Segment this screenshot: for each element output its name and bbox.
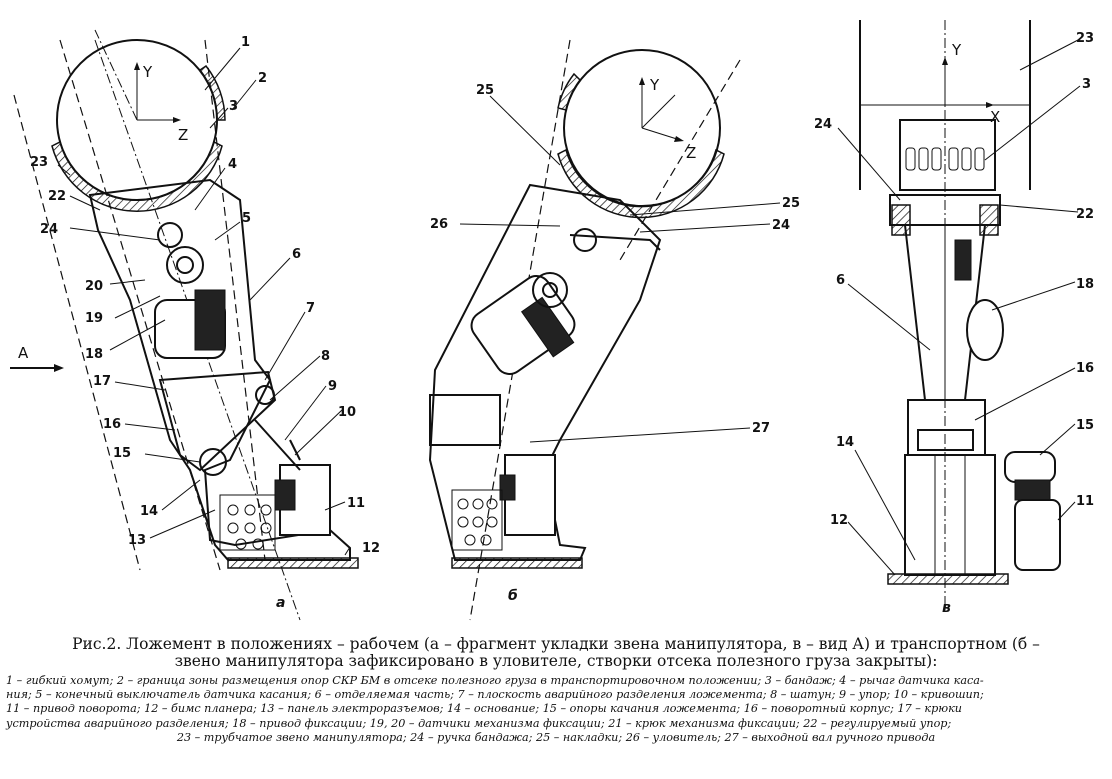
- axis-z-label-a: Z: [178, 126, 188, 144]
- callout-a-10: 10: [338, 405, 356, 420]
- callout-a-14: 14: [140, 504, 158, 519]
- callout-a-12: 12: [362, 541, 380, 556]
- caption-title: Рис.2. Ложемент в положениях – рабочем (…: [0, 636, 1112, 670]
- callout-a-16: 16: [103, 417, 121, 432]
- axis-z-label-b: Z: [686, 144, 696, 162]
- callout-a-24: 24: [40, 222, 58, 237]
- view-b: Y Z 25 26 25 24 27 б: [428, 39, 800, 621]
- axis-x-label-c: X: [990, 108, 1000, 126]
- callout-c-12: 12: [830, 513, 848, 528]
- callout-b-27: 27: [752, 421, 770, 436]
- subfigure-label-a: а: [276, 595, 285, 611]
- callout-a-18: 18: [85, 347, 103, 362]
- callout-a-9: 9: [328, 379, 337, 394]
- view-c: Y X: [814, 20, 1094, 616]
- callout-c-11: 11: [1076, 494, 1094, 509]
- callout-a-3: 3: [229, 99, 238, 114]
- callout-a-5: 5: [242, 211, 251, 226]
- axis-y-label-a: Y: [142, 63, 153, 81]
- callout-b-25-right: 25: [782, 196, 800, 211]
- callout-a-2: 2: [258, 71, 267, 86]
- callout-a-11: 11: [347, 496, 365, 511]
- caption-title-line-2: звено манипулятора зафиксировано в улови…: [174, 652, 938, 670]
- callout-c-6: 6: [836, 273, 845, 288]
- callout-b-26: 26: [430, 217, 448, 232]
- callout-c-18: 18: [1076, 277, 1094, 292]
- subfigure-label-b: б: [508, 588, 518, 604]
- view-arrow-label: A: [18, 344, 29, 362]
- legend-line-4: устройства аварийного разделения; 18 – п…: [6, 716, 952, 730]
- callout-a-22: 22: [48, 189, 66, 204]
- caption-legend: 1 – гибкий хомут; 2 – граница зоны разме…: [6, 674, 1106, 745]
- callout-c-22: 22: [1076, 207, 1094, 222]
- callout-b-24: 24: [772, 218, 790, 233]
- callout-a-13: 13: [128, 533, 146, 548]
- callout-a-20: 20: [85, 279, 103, 294]
- callout-a-7: 7: [306, 301, 315, 316]
- subfigure-label-c: в: [942, 600, 951, 616]
- legend-line-5: 23 – трубчатое звено манипулятора; 24 – …: [176, 730, 936, 744]
- callout-c-23: 23: [1076, 31, 1094, 46]
- callout-a-6: 6: [292, 247, 301, 262]
- legend-line-2: ния; 5 – конечный выключатель датчика ка…: [6, 688, 984, 702]
- view-a: Y Z A: [10, 29, 380, 621]
- callout-c-24: 24: [814, 117, 832, 132]
- callout-a-1: 1: [241, 35, 250, 50]
- callout-a-23: 23: [30, 155, 48, 170]
- callout-b-25-top: 25: [476, 83, 494, 98]
- callout-c-14: 14: [836, 435, 854, 450]
- callout-c-16: 16: [1076, 361, 1094, 376]
- legend-line-1: 1 – гибкий хомут; 2 – граница зоны разме…: [6, 674, 984, 687]
- callout-a-17: 17: [93, 374, 111, 389]
- callout-c-3: 3: [1082, 77, 1091, 92]
- callout-a-4: 4: [228, 157, 237, 172]
- figure-caption: Рис.2. Ложемент в положениях – рабочем (…: [0, 636, 1112, 779]
- callout-a-8: 8: [321, 349, 330, 364]
- callout-c-15: 15: [1076, 418, 1094, 433]
- axis-y-label-c: Y: [951, 41, 962, 59]
- caption-title-line-1: Рис.2. Ложемент в положениях – рабочем (…: [72, 635, 1040, 653]
- technical-drawing: Y Z A: [10, 20, 1094, 621]
- callout-a-19: 19: [85, 311, 103, 326]
- legend-line-3: 11 – привод поворота; 12 – бимс планера;…: [6, 702, 962, 716]
- axis-y-label-b: Y: [649, 76, 660, 94]
- callout-a-15: 15: [113, 446, 131, 461]
